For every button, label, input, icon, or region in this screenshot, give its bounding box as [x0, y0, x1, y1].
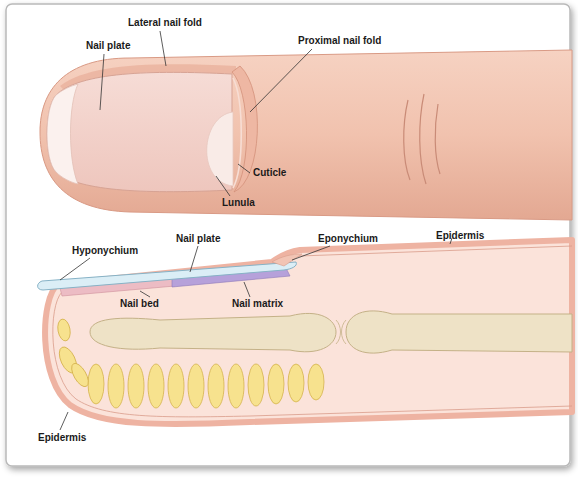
cuticle	[233, 78, 241, 188]
nail-plate-section	[38, 262, 297, 290]
part-label: Nail bed	[120, 298, 159, 310]
part-label: Eponychium	[318, 233, 378, 245]
lunula	[207, 112, 233, 186]
fat-lobules	[56, 318, 324, 408]
part-label: Lateral nail fold	[128, 17, 202, 29]
part-label: Hyponychium	[72, 245, 138, 257]
part-label: Cuticle	[253, 167, 286, 179]
part-label: Nail plate	[176, 233, 220, 245]
knuckle-creases	[404, 94, 440, 184]
part-label: Epidermis	[38, 432, 86, 444]
nail-free-edge	[47, 84, 78, 184]
finger-skin	[40, 50, 572, 220]
leader-lines	[100, 31, 312, 196]
part-label: Proximal nail fold	[298, 35, 381, 47]
part-label: Nail matrix	[232, 298, 283, 310]
part-label: Nail plate	[86, 40, 130, 52]
part-label: Epidermis	[436, 230, 484, 242]
epidermis	[45, 240, 572, 424]
middle-phalanx	[346, 311, 572, 353]
eponychium	[272, 254, 302, 266]
leader-lines	[60, 238, 452, 430]
distal-phalanx	[90, 313, 336, 351]
part-label: Lunula	[222, 197, 255, 209]
dermis-line	[53, 246, 572, 417]
nail-plate	[47, 72, 232, 191]
joint	[336, 320, 346, 344]
